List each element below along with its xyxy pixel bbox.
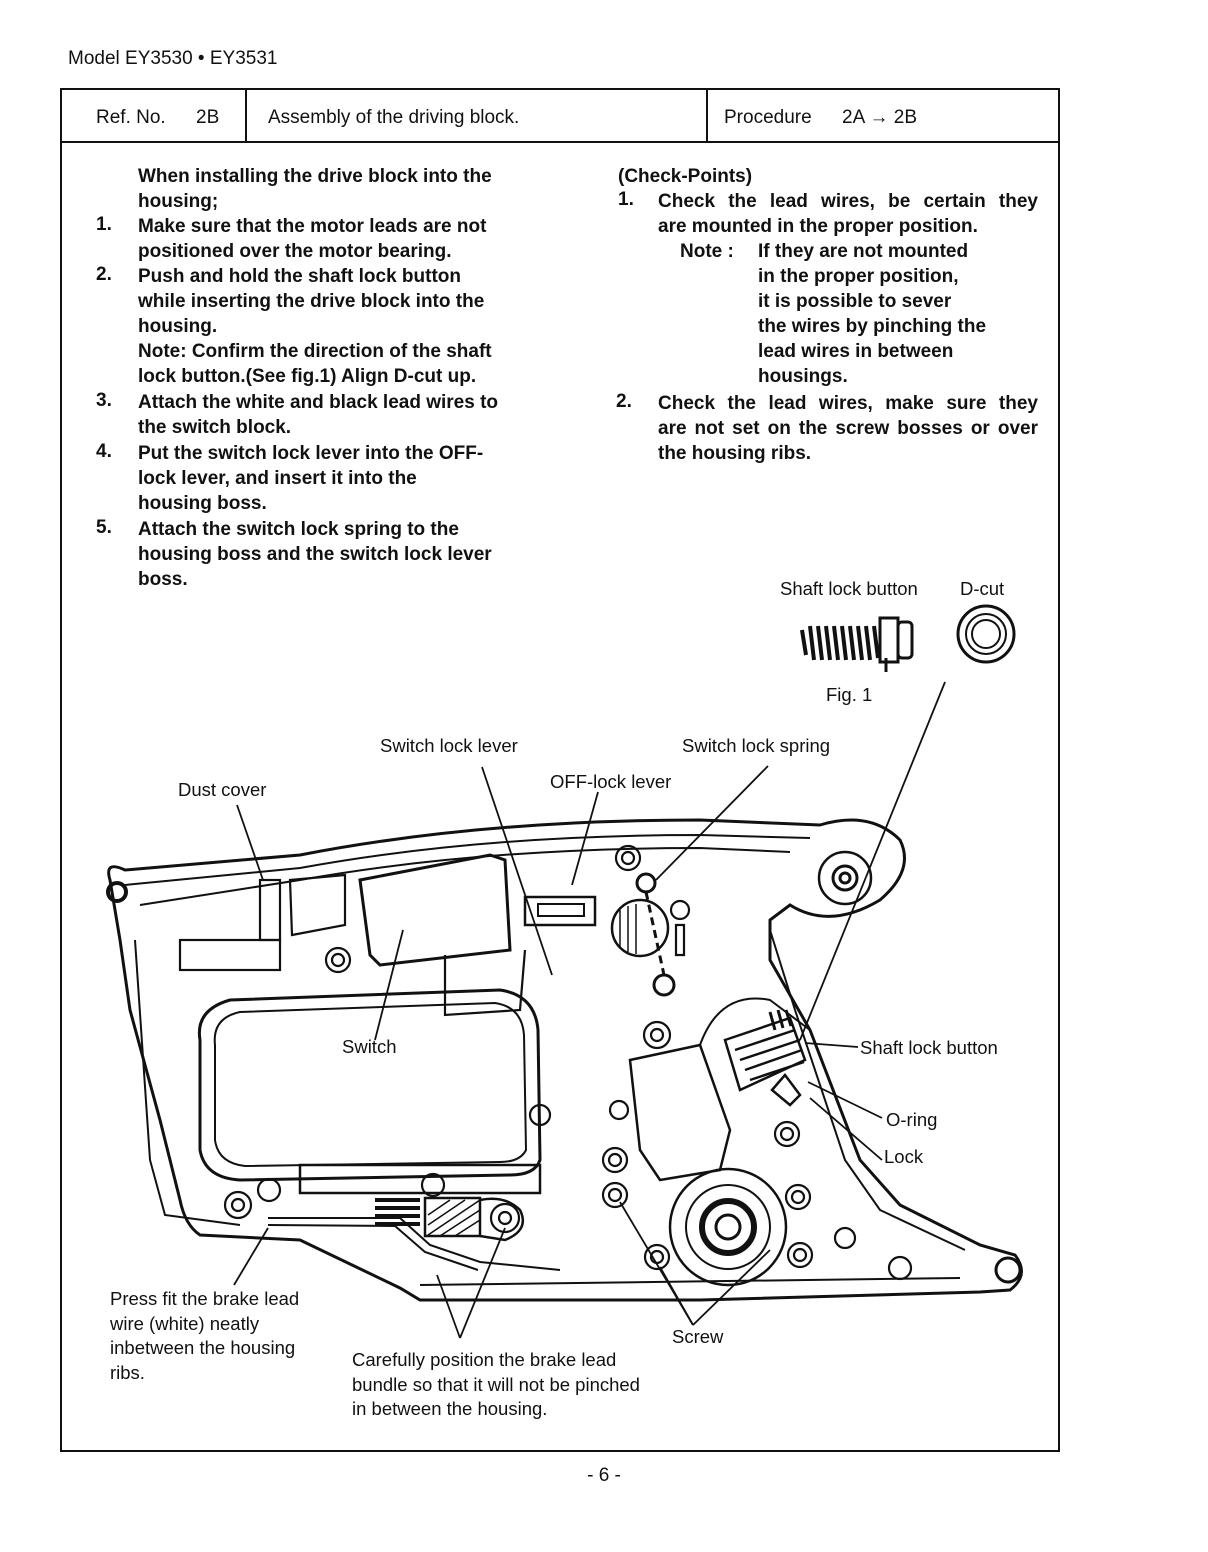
text-line: housing. — [138, 316, 218, 337]
text-line: When installing the drive block into the — [138, 166, 492, 187]
step-text: Put the switch lock lever into the OFF- … — [138, 441, 483, 516]
switch-lock-lever-label: Switch lock lever — [380, 735, 518, 756]
text-line: positioned over the motor bearing. — [138, 241, 452, 262]
step-number: 4. — [96, 441, 112, 462]
text-line: are mounted in the proper position. — [658, 216, 978, 237]
text-line: the wires by pinching the — [758, 316, 987, 337]
screw-label: Screw — [672, 1326, 724, 1347]
step-text: Make sure that the motor leads are not p… — [138, 214, 486, 264]
text-line: boss. — [138, 569, 188, 590]
lock-label: Lock — [884, 1146, 924, 1167]
fig1-d-cut-drawing — [956, 604, 1016, 664]
text-line: Attach the white and black lead wires to — [138, 392, 499, 413]
text-line: the switch block. — [138, 417, 292, 438]
text-line: If they are not mounted — [758, 241, 969, 262]
text-line: in the proper position, — [758, 266, 959, 287]
checkpoints-title: (Check-Points) — [618, 166, 753, 187]
checkpoint-text: Check the lead wires, be certain they ar… — [658, 189, 1038, 239]
page-number: - 6 - — [587, 1465, 621, 1486]
header-divider — [706, 88, 708, 143]
text-line: housing; — [138, 191, 219, 212]
text-line: wire (white) neatly — [110, 1312, 260, 1334]
text-line: housing boss. — [138, 493, 267, 514]
brake-lead-note: Carefully position the brake lead bundle… — [352, 1348, 640, 1422]
text-line: while inserting the drive block into the — [138, 291, 485, 312]
procedure-title: Assembly of the driving block. — [268, 107, 520, 128]
text-line: bundle so that it will not be pinched — [352, 1373, 640, 1395]
fig1-shaft-lock-button-drawing — [800, 616, 914, 672]
model-heading: Model EY3530 • EY3531 — [68, 48, 278, 69]
header-row — [60, 88, 1060, 143]
text-line: Put the switch lock lever into the OFF- — [138, 443, 484, 464]
text-line: lead wires in between — [758, 341, 954, 362]
note-label: Note : — [680, 241, 734, 262]
text-line: it is possible to sever — [758, 291, 952, 312]
fig1-d-cut-label: D-cut — [960, 578, 1005, 599]
step-number: 2. — [96, 264, 112, 285]
text-line: ribs. — [110, 1361, 145, 1383]
shaft-lock-button-label: Shaft lock button — [860, 1037, 998, 1058]
off-lock-lever-label: OFF-lock lever — [550, 771, 672, 792]
checkpoint-number: 2. — [616, 391, 632, 412]
step-text: Attach the switch lock spring to the hou… — [138, 517, 492, 592]
step-number: 1. — [96, 214, 112, 235]
text-line: Carefully position the brake lead — [352, 1349, 617, 1370]
text-line: lock lever, and insert it into the — [138, 468, 417, 489]
text-line: inbetween the housing — [110, 1337, 296, 1358]
step-number: 3. — [96, 390, 112, 411]
fig1-shaft-lock-label: Shaft lock button — [780, 578, 918, 599]
text-line: Press fit the brake lead — [110, 1288, 300, 1309]
text-line: Check the lead wires, be certain they — [658, 191, 1038, 212]
text-line: housing boss and the switch lock lever — [138, 544, 492, 565]
text-line: lock button.(See fig.1) Align D-cut up. — [138, 366, 477, 387]
o-ring-label: O-ring — [886, 1109, 938, 1130]
note-text: If they are not mounted in the proper po… — [758, 239, 986, 389]
step-text: Attach the white and black lead wires to… — [138, 390, 498, 440]
header-divider — [245, 88, 247, 143]
switch-label: Switch — [342, 1036, 397, 1057]
checkpoint-number: 1. — [618, 189, 634, 210]
step-text: Push and hold the shaft lock button whil… — [138, 264, 492, 389]
procedure-label: Procedure — [724, 107, 812, 128]
procedure-value: 2A → 2B — [842, 107, 917, 128]
content-frame — [60, 88, 1060, 1452]
text-line: housings. — [758, 366, 848, 387]
text-line: the housing ribs. — [658, 443, 812, 464]
dust-cover-label: Dust cover — [178, 779, 267, 800]
checkpoint-text: Check the lead wires, make sure they are… — [658, 391, 1038, 466]
press-fit-note: Press fit the brake lead wire (white) ne… — [110, 1287, 299, 1385]
fig1-caption: Fig. 1 — [826, 684, 873, 705]
switch-lock-spring-label: Switch lock spring — [682, 735, 831, 756]
text-line: Push and hold the shaft lock button — [138, 266, 461, 287]
intro-text: When installing the drive block into the… — [138, 164, 492, 214]
text-line: Note: Confirm the direction of the shaft — [138, 341, 492, 362]
ref-number: 2B — [196, 107, 220, 128]
text-line: are not set on the screw bosses or over — [658, 418, 1038, 439]
step-number: 5. — [96, 517, 112, 538]
text-line: Check the lead wires, make sure they — [658, 393, 1038, 414]
text-line: Attach the switch lock spring to the — [138, 519, 459, 540]
text-line: in between the housing. — [352, 1398, 548, 1419]
text-line: Make sure that the motor leads are not — [138, 216, 487, 237]
ref-label: Ref. No. — [96, 107, 166, 128]
